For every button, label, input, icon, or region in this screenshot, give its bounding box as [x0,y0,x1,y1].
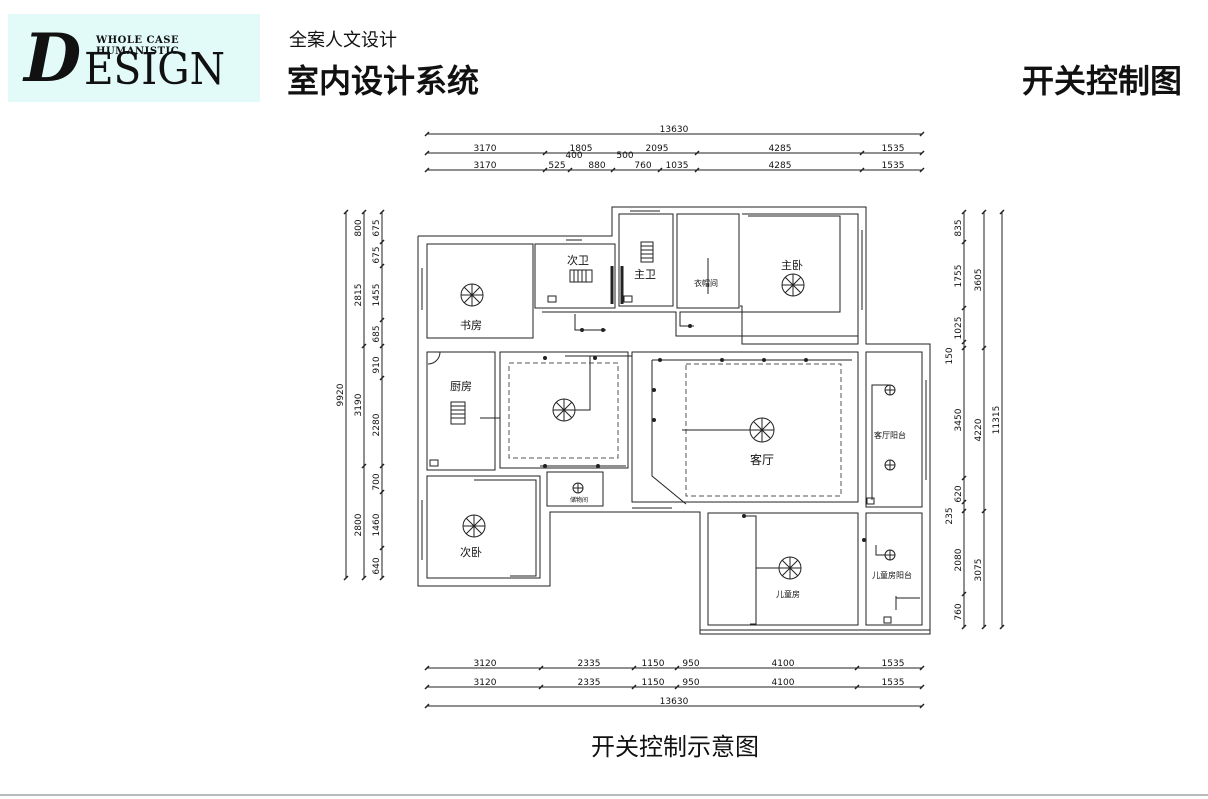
room-labels: 书房 次卫 主卫 衣帽间 主卧 厨房 客厅 客厅阳台 次卧 储物间 儿童房 儿童… [450,253,912,599]
room-label-second-bedroom: 次卧 [460,545,482,559]
company-subtitle: 全案人文设计 [289,30,397,51]
room-label-second-bath: 次卫 [567,253,589,267]
dim-bottom2: 3120 [474,678,497,688]
dim-top2: 1535 [882,161,905,171]
room-label-children-balcony: 儿童房阳台 [872,570,912,580]
dim-left-inner: 685 [372,325,382,342]
dim-top1: 1535 [882,144,905,154]
logo-tagline: WHOLE CASE HUMANISTIC [96,35,180,57]
dim-left-inner: 675 [372,246,382,263]
dim-right-outer: 11315 [992,406,1002,435]
dim-bottom2: 2335 [578,678,601,688]
dim-top2: 1035 [666,161,689,171]
dim-left-mid: 2815 [354,284,364,307]
dim-top-extra: 400 [565,151,582,161]
vertical-dimension-texts: 9920 2815 3190 2800 675 675 1455 685 910… [336,219,1002,620]
ceiling-lights [460,273,896,580]
logo-letter: D [24,19,81,97]
dim-top-extra: 500 [616,151,633,161]
appliance-symbols [427,241,920,624]
dim-top2: 4285 [769,161,792,171]
room-label-children-room: 儿童房 [776,589,800,599]
room-label-master-bath: 主卫 [634,268,656,281]
dim-right-inner: 150 [945,347,955,364]
dim-left-inner: 700 [372,473,382,490]
dim-left-inner: 1460 [372,513,382,536]
dim-top2: 3170 [474,161,497,171]
dim-left-inner: 675 [372,219,382,236]
logo-word: ESIGN [84,44,226,95]
room-label-living-room: 客厅 [750,452,774,467]
dim-right-inner: 1755 [954,265,964,288]
dimension-ticks [343,131,1005,709]
dim-bottom2: 4100 [772,678,795,688]
dim-top-total: 13630 [660,125,689,135]
dim-left-inner: 1455 [372,284,382,307]
dim-bottom2: 1535 [882,678,905,688]
page-title: 开关控制图 [1021,62,1182,100]
dim-right-inner: 2080 [954,548,964,571]
system-title: 室内设计系统 [287,62,480,100]
switch-dots [543,324,866,542]
room-label-storage: 储物间 [570,496,588,504]
dim-left-mid: 3190 [354,393,364,416]
dim-top1: 2095 [646,144,669,154]
dim-left-inner: 910 [372,356,382,373]
dim-right-mid: 4220 [974,418,984,441]
dim-left-inner: 800 [354,219,364,236]
dim-left-outer: 9920 [336,383,346,406]
dim-left-inner: 640 [372,557,382,574]
dim-top1: 1805 [570,144,593,154]
room-label-closet: 衣帽间 [694,278,718,288]
dim-bottom1: 1150 [642,659,665,669]
room-label-master-bedroom: 主卧 [781,259,803,272]
dim-left-inner: 2280 [372,413,382,436]
dim-top2: 525 [548,161,565,171]
dim-bottom2: 1150 [642,678,665,688]
ceiling-outlines [508,362,842,497]
room-label-living-balcony: 客厅阳台 [874,430,906,440]
logo: WHOLE CASE HUMANISTIC D ESIGN [8,14,260,102]
dimension-texts: 13630 3170 1805 2095 4285 1535 400 500 3… [474,125,905,707]
dim-top2: 880 [588,161,605,171]
plan-walls [417,206,931,635]
dim-top1: 3170 [474,144,497,154]
dim-right-inner: 760 [954,603,964,620]
dim-right-inner: 835 [954,219,964,236]
room-label-study: 书房 [460,319,482,332]
dim-top1: 4285 [769,144,792,154]
dim-right-mid: 3605 [974,269,984,292]
dim-right-inner: 620 [954,485,964,502]
dim-bottom1: 4100 [772,659,795,669]
room-label-kitchen: 厨房 [450,380,472,393]
dim-bottom1: 2335 [578,659,601,669]
dim-right-inner: 1025 [954,317,964,340]
dim-right-mid: 3075 [974,559,984,582]
dim-left-mid: 2800 [354,513,364,536]
dim-bottom-total: 13630 [660,697,689,707]
dim-right-inner: 235 [945,507,955,524]
dim-bottom1: 950 [682,659,699,669]
dimension-lines [345,133,1003,707]
bottom-divider [0,794,1208,796]
dim-bottom1: 1535 [882,659,905,669]
dim-bottom2: 950 [682,678,699,688]
dim-right-inner: 3450 [954,408,964,431]
switch-wiring [474,215,890,625]
dim-top2: 760 [634,161,651,171]
dim-bottom1: 3120 [474,659,497,669]
drawing-caption: 开关控制示意图 [591,733,759,761]
